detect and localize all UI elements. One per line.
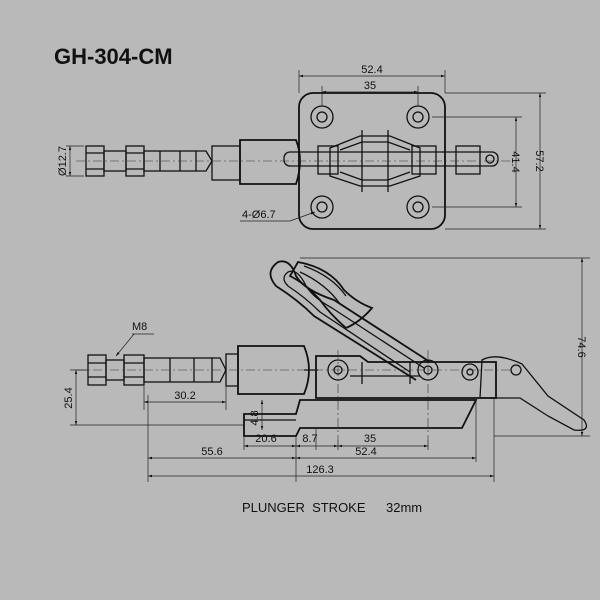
top-dim-width: 52.4	[361, 64, 382, 76]
side-dim-offset: 25.4	[63, 387, 75, 408]
side-dim-left: 55.6	[201, 446, 222, 458]
side-dim-base-len: 52.4	[355, 446, 376, 458]
top-view: 52.4 35 41.4 57.2 Ø12.7 4-Ø6.7	[57, 64, 546, 230]
side-view: M8 25.4 30.2 4.8 20.6 8.7 35 55.6	[63, 257, 590, 482]
top-plunger	[85, 139, 301, 185]
side-dim-base-gap: 8.7	[302, 433, 317, 445]
mounting-holes	[310, 105, 430, 219]
model-title: GH-304-CM	[54, 44, 173, 69]
top-dim-height: 57.2	[533, 150, 545, 171]
top-dim-hole-spacing: 35	[364, 80, 376, 92]
top-dim-hole-vertical: 41.4	[509, 151, 521, 172]
side-dim-base-front: 20.6	[255, 433, 276, 445]
stroke-label: PLUNGER STROKE	[242, 500, 366, 515]
side-dim-base-height: 4.8	[249, 410, 261, 425]
side-dim-rod-len: 30.2	[174, 390, 195, 402]
stroke-value: 32mm	[386, 500, 422, 515]
stroke-note: PLUNGER STROKE 32mm	[242, 500, 422, 515]
side-handle-phantom	[479, 356, 588, 431]
top-linkage	[283, 130, 499, 192]
side-dim-total: 126.3	[306, 464, 334, 476]
top-dim-holes: 4-Ø6.7	[242, 209, 276, 221]
side-dim-base-holes: 35	[364, 433, 376, 445]
side-dim-height: 74.6	[575, 336, 587, 357]
side-dim-thread: M8	[132, 321, 147, 333]
side-body	[315, 355, 497, 399]
side-handle	[269, 260, 431, 381]
side-base	[243, 399, 478, 437]
top-dim-rod: Ø12.7	[57, 146, 69, 176]
